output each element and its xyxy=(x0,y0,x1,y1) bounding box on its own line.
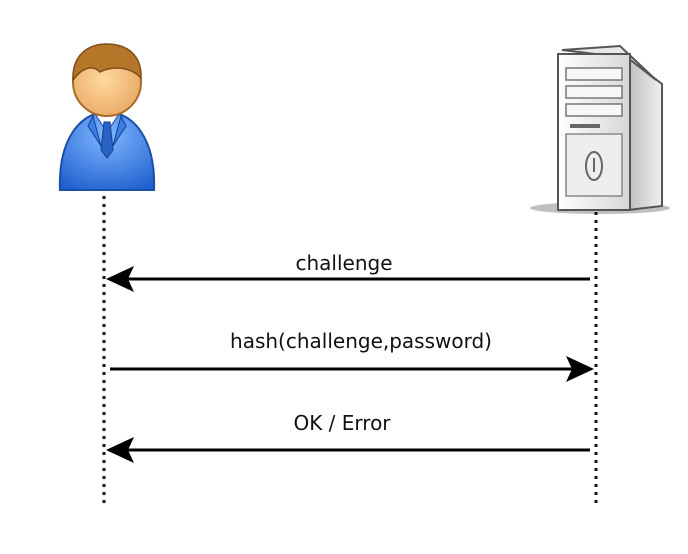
server-tower-icon xyxy=(530,44,670,214)
message-label: hash(challenge,password) xyxy=(230,329,492,353)
message-label: challenge xyxy=(295,251,392,275)
message-label: OK / Error xyxy=(293,411,391,435)
message-ok-error: OK / Error xyxy=(106,411,590,463)
message-hash: hash(challenge,password) xyxy=(110,329,594,382)
arrow-head-left-icon xyxy=(106,266,134,292)
arrow-head-left-icon xyxy=(106,437,134,463)
arrow-head-right-icon xyxy=(566,356,594,382)
user-person-icon xyxy=(58,43,156,191)
message-challenge: challenge xyxy=(106,251,590,292)
